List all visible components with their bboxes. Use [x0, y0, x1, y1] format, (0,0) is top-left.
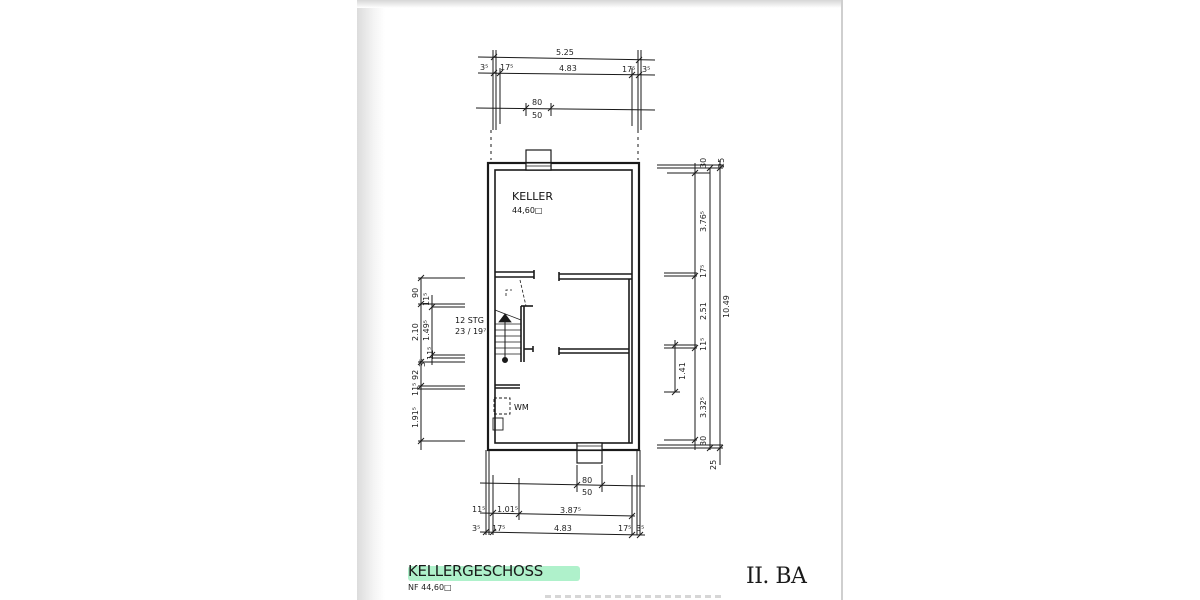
dim-left-bottom: 1.91⁵ [411, 407, 420, 428]
dim-right-room-upper: 3.76⁵ [699, 211, 708, 232]
dim-left-small-b: 11⁵ [426, 347, 435, 360]
dim-right-bottom-wall-outer: 25 [709, 460, 718, 470]
scan-edge-right [841, 0, 843, 600]
top-dimension-chain [475, 50, 656, 160]
dim-top-right-plaster: 17⁵ [622, 65, 635, 74]
dim-bottom-inner: 4.83 [554, 524, 572, 533]
dim-left-top: 90 [411, 288, 420, 298]
dim-top-right-wall: 3⁵ [642, 65, 650, 74]
dim-right-top-wall-outer: 25 [717, 158, 726, 168]
staircase [494, 279, 527, 363]
dim-right-sub-segment: 1.41 [678, 362, 687, 380]
scan-shadow-left [357, 0, 385, 600]
dim-top-left-plaster: 17⁵ [500, 63, 513, 72]
dim-left-stair-inner: 1.49⁵ [422, 320, 431, 341]
appliance-label-wm: WM [514, 403, 529, 412]
dim-right-wall-mid-lower: 11⁵ [699, 338, 708, 351]
dim-bottom-outer-right: 3⁵ [636, 524, 644, 533]
highlighter-mark [408, 566, 580, 581]
stair-ratio: 23 / 19⁷ [455, 327, 486, 336]
drawing-title: KELLERGESCHOSS [408, 562, 580, 581]
building-walls [486, 149, 641, 464]
dim-top-overall: 5.25 [556, 48, 574, 57]
dim-left-92: 92 [411, 370, 420, 380]
dim-bottom-window-width: 80 [582, 476, 592, 485]
dim-right-room-middle: 2.51 [699, 302, 708, 320]
construction-phase-label: II. BA [746, 564, 807, 589]
dim-bottom-seg-right: 3.87⁵ [560, 506, 581, 515]
right-dimension-chain [657, 160, 724, 465]
net-floor-area: NF 44,60□ [408, 583, 452, 592]
dim-left-top-inner: 11⁵ [422, 293, 431, 306]
dim-left-115: 11⁵ [411, 383, 420, 396]
dim-bottom-window-height: 50 [582, 488, 592, 497]
stair-step-count: 12 STG [455, 316, 484, 325]
dim-top-window-height: 50 [532, 111, 542, 120]
dim-right-wall-mid-upper: 17⁵ [699, 265, 708, 278]
bottom-dimension-chain [479, 450, 646, 539]
dim-bottom-wall-left: 11⁵ [472, 505, 485, 514]
dim-bottom-plaster-left: 17⁵ [492, 524, 505, 533]
dim-top-window-width: 80 [532, 98, 542, 107]
title-block: KELLERGESCHOSS NF 44,60□ [408, 562, 580, 592]
dim-right-bottom-wall: 30 [699, 436, 708, 446]
illegible-footer-text [545, 595, 725, 598]
dim-bottom-plaster-right: 17⁵ [618, 524, 631, 533]
dim-left-stair-run: 2.10 [411, 323, 420, 341]
left-dimension-chain [417, 274, 465, 450]
scanned-page [357, 0, 843, 600]
dim-right-top-wall: 30 [699, 158, 708, 168]
dim-top-left-wall: 3⁵ [480, 63, 488, 72]
room-label-keller: KELLER [512, 190, 553, 203]
scan-shadow-top [357, 0, 843, 8]
room-area: 44,60□ [512, 206, 542, 215]
dim-right-room-lower: 3.32⁵ [699, 397, 708, 418]
dim-right-overall: 10.49 [722, 295, 731, 318]
dim-top-inner: 4.83 [559, 64, 577, 73]
dim-left-small-a: 3⁵ [418, 359, 427, 367]
dim-bottom-outer-left: 3⁵ [472, 524, 480, 533]
dim-bottom-seg-left: 1.01⁵ [497, 505, 518, 514]
washing-machine-symbol [492, 397, 511, 431]
